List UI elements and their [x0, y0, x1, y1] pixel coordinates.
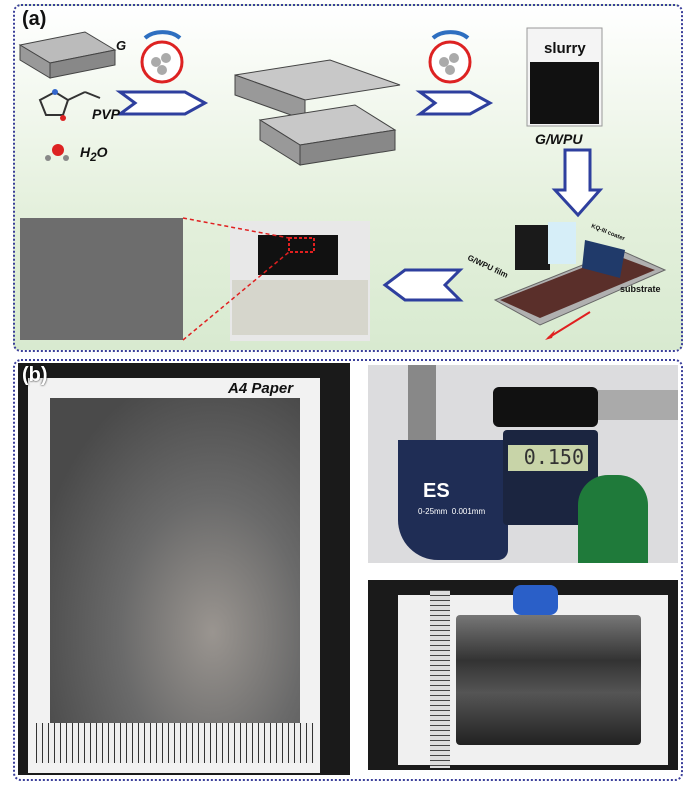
- graphene-film: [50, 398, 300, 733]
- down-arrow-icon: [551, 148, 604, 218]
- slurry-label: slurry: [544, 40, 586, 57]
- dispersed-graphene-icon: [234, 59, 401, 166]
- water-o: O: [96, 144, 108, 160]
- schematic-a: [18, 27, 667, 341]
- pvp-label: PVP: [92, 106, 121, 122]
- beaker-icon: [526, 27, 603, 127]
- right-arrow-icon: [115, 90, 209, 116]
- blue-glove: [513, 585, 558, 615]
- micrometer-thimble: [598, 390, 678, 420]
- panel-b-label: (b): [22, 364, 48, 386]
- rolled-film: [456, 615, 641, 745]
- micrometer-frame: [398, 440, 508, 560]
- micrometer-reading: 0.150: [508, 445, 588, 471]
- ball-mill-icon: [140, 30, 184, 84]
- gwpu-label: G/WPU: [535, 131, 583, 147]
- left-arrow-icon: [382, 268, 464, 302]
- a4-photo: [18, 363, 350, 775]
- a4-paper-label: A4 Paper: [228, 380, 294, 397]
- water-h: H: [80, 144, 91, 160]
- green-glove: [578, 475, 648, 563]
- micrometer-photo: 0.150 ES 0-25mm 0.001mm: [368, 365, 678, 563]
- right-arrow-icon: [415, 90, 494, 116]
- ball-mill-icon: [428, 30, 472, 84]
- substrate-label: substrate: [620, 284, 661, 294]
- water-label: H2O: [80, 144, 108, 164]
- rolled-film-photo: [368, 580, 678, 770]
- panel-a-label: (a): [22, 8, 47, 30]
- sem-image: [20, 218, 183, 340]
- coater-icon: [493, 222, 667, 340]
- water-sub: 2: [90, 150, 97, 164]
- graphene-label: G: [116, 38, 127, 53]
- micrometer-spec: 0-25mm 0.001mm: [418, 507, 486, 516]
- water-molecule-icon: [45, 144, 69, 161]
- vertical-ruler: [430, 590, 450, 768]
- micrometer-sleeve: [493, 387, 598, 427]
- graphene-sheet-icon: [18, 31, 117, 79]
- pvp-molecule-icon: [38, 89, 101, 121]
- micrometer-brand: ES: [423, 480, 450, 502]
- ruler: [36, 723, 314, 763]
- film-sample: [408, 365, 436, 445]
